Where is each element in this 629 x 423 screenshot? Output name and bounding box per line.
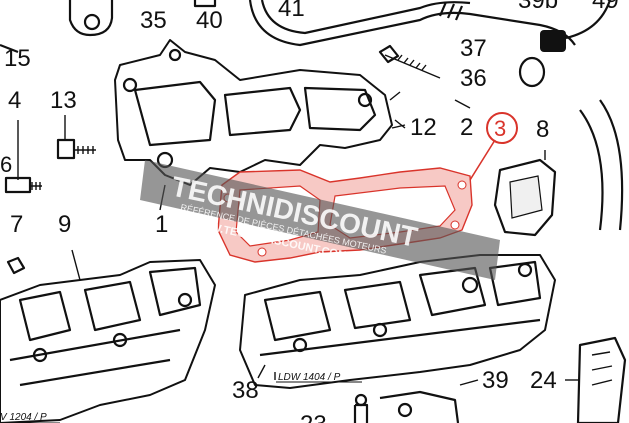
callout-13: 13 bbox=[50, 87, 77, 114]
callout-3: 3 bbox=[494, 116, 506, 141]
callout-6: 6 bbox=[0, 152, 12, 177]
stud-6 bbox=[6, 256, 26, 275]
bolt-4 bbox=[4, 120, 42, 194]
callout-24: 24 bbox=[530, 367, 557, 394]
callout-41: 41 bbox=[278, 0, 305, 22]
callout-36: 36 bbox=[460, 65, 487, 92]
cylinder-head-9 bbox=[0, 249, 216, 423]
caption-ldw1404: LDW 1404 / P bbox=[278, 372, 341, 383]
callout-15: 15 bbox=[4, 45, 31, 72]
callout-2: 2 bbox=[460, 114, 473, 141]
callout-23: 23 bbox=[300, 411, 327, 423]
callout-12: 12 bbox=[410, 114, 437, 141]
hose-part bbox=[248, 0, 612, 52]
callout-35: 35 bbox=[140, 7, 167, 34]
callout-39: 39 bbox=[482, 367, 509, 394]
callout-1: 1 bbox=[155, 211, 168, 238]
cover-35 bbox=[68, 0, 217, 37]
callout-9: 9 bbox=[58, 211, 71, 238]
callout-circle-3 bbox=[486, 112, 518, 144]
caption-ldw1204: V 1204 / P bbox=[0, 412, 47, 423]
exhaust-bend bbox=[579, 99, 624, 231]
cylinder-head-38 bbox=[239, 254, 556, 389]
callout-49: 49 bbox=[592, 0, 619, 14]
callout-40: 40 bbox=[196, 7, 223, 34]
screw-15 bbox=[0, 43, 19, 54]
gasket-39 bbox=[379, 379, 479, 423]
callout-38: 38 bbox=[232, 377, 259, 404]
flange-24 bbox=[565, 336, 627, 423]
screw-13 bbox=[56, 115, 96, 160]
callout-37: 37 bbox=[460, 35, 487, 62]
screw-37 bbox=[378, 44, 441, 79]
washer-36 bbox=[518, 56, 546, 88]
callout-4: 4 bbox=[8, 87, 21, 114]
plug-23 bbox=[353, 393, 369, 423]
gasket-8 bbox=[493, 150, 557, 237]
callout-8: 8 bbox=[536, 116, 549, 143]
captions: LDW 1404 / P V 1204 / P bbox=[0, 372, 362, 423]
callout-39b: 39b bbox=[518, 0, 558, 14]
callout-7: 7 bbox=[10, 211, 23, 238]
